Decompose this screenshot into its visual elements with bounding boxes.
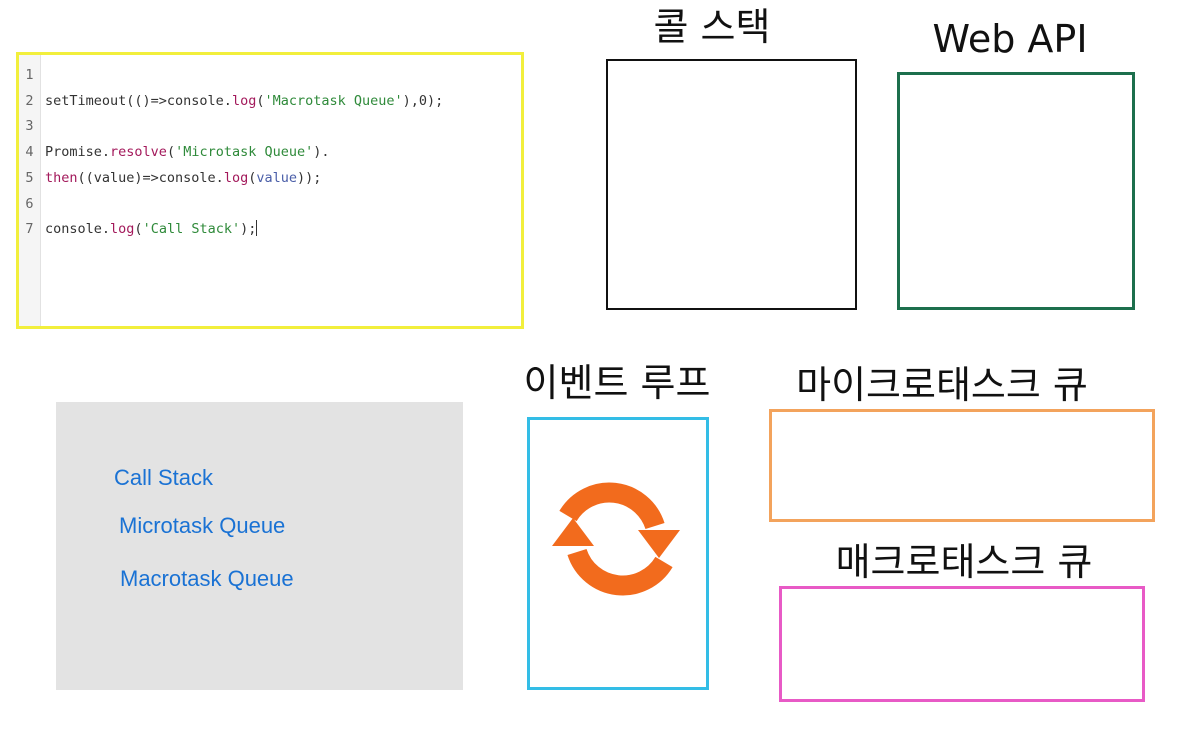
microtask-queue-box xyxy=(769,409,1155,522)
code-token: ( xyxy=(248,169,257,186)
code-token: value xyxy=(256,169,297,186)
code-line: 1 xyxy=(19,65,45,85)
line-number: 6 xyxy=(25,195,34,212)
code-token: )); xyxy=(297,169,322,186)
console-output-line: Call Stack xyxy=(114,465,214,490)
code-text: console.log('Call Stack'); xyxy=(45,220,258,238)
line-number-gutter xyxy=(19,55,41,326)
code-line: 5 then((value)=>console.log(value)); xyxy=(19,168,321,188)
code-token: ); xyxy=(240,221,257,238)
code-token: console. xyxy=(45,221,111,238)
code-token: resolve xyxy=(110,144,167,161)
macrotask-queue-title: 매크로태스크 큐 xyxy=(835,540,1093,584)
code-line: 7 console.log('Call Stack'); xyxy=(19,219,258,239)
code-token: ((value)=>console. xyxy=(77,169,224,186)
text-caret xyxy=(256,220,258,237)
line-number: 1 xyxy=(25,67,34,83)
console-output-panel: Call Stack Microtask Queue Macrotask Que… xyxy=(56,402,463,690)
code-token: setTimeout(()=>console. xyxy=(45,92,232,109)
console-output-line: Microtask Queue xyxy=(119,513,286,538)
line-number: 5 xyxy=(25,169,34,186)
code-token: ( xyxy=(256,92,265,109)
code-token: log xyxy=(110,221,135,238)
code-line: 2 setTimeout(()=>console.log('Macrotask Q… xyxy=(19,91,443,111)
code-text: setTimeout(()=>console.log('Macrotask Qu… xyxy=(45,93,443,109)
code-text: then((value)=>console.log(value)); xyxy=(45,170,321,186)
macrotask-queue-box xyxy=(779,586,1145,702)
code-token: ),0); xyxy=(402,92,444,109)
code-token: then xyxy=(45,169,78,186)
microtask-queue-title: 마이크로태스크 큐 xyxy=(796,363,1088,407)
code-token: Promise. xyxy=(45,144,111,161)
code-token: log xyxy=(231,92,257,109)
call-stack-box xyxy=(606,59,857,310)
line-number: 2 xyxy=(25,92,34,109)
web-api-box xyxy=(897,72,1135,310)
event-loop-title: 이벤트 루프 xyxy=(523,361,711,405)
call-stack-title: 콜 스택 xyxy=(653,5,771,49)
code-token: 'Macrotask Queue' xyxy=(264,92,403,109)
code-token: ( xyxy=(134,221,143,238)
line-number: 7 xyxy=(25,221,34,238)
console-output-line: Macrotask Queue xyxy=(120,566,294,591)
code-line: 6 xyxy=(19,194,45,214)
refresh-icon xyxy=(552,482,680,596)
code-token: ). xyxy=(313,144,330,161)
event-loop-box xyxy=(527,417,709,690)
code-token: 'Microtask Queue' xyxy=(175,144,314,161)
code-line: 3 xyxy=(19,116,45,136)
code-token: 'Call Stack' xyxy=(142,221,241,238)
code-line: 4 Promise.resolve('Microtask Queue'). xyxy=(19,142,330,162)
web-api-title: Web API xyxy=(932,17,1088,61)
code-token: log xyxy=(223,169,249,186)
code-token: ( xyxy=(166,144,176,161)
line-number: 4 xyxy=(25,144,34,161)
code-text: Promise.resolve('Microtask Queue'). xyxy=(45,144,330,160)
line-number: 3 xyxy=(25,118,34,135)
